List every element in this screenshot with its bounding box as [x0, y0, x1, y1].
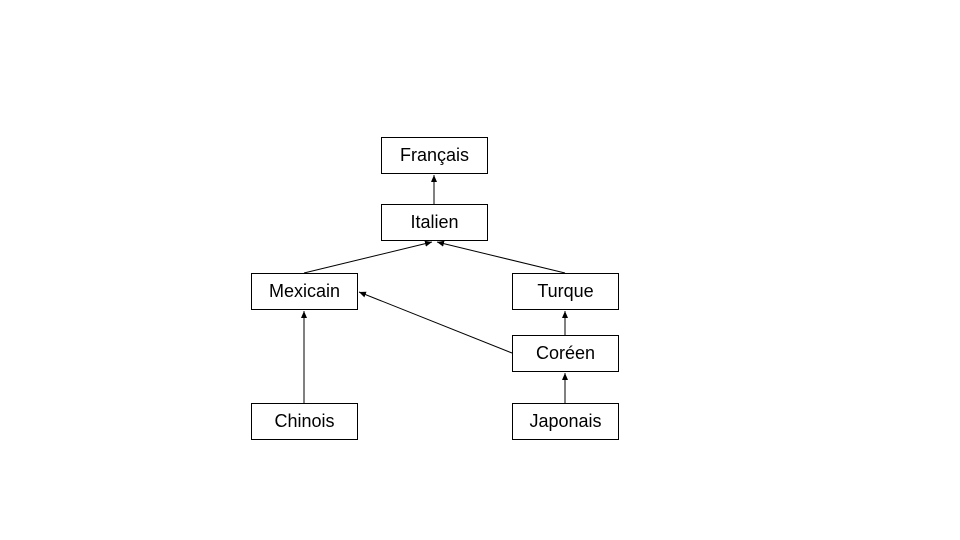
node-coreen: Coréen — [512, 335, 619, 372]
node-label-coreen: Coréen — [535, 343, 596, 363]
edge-mexicain-italien — [303, 240, 433, 274]
node-label-italien: Italien — [410, 212, 459, 232]
node-mexicain: Mexicain — [251, 273, 358, 310]
node-label-mexicain: Mexicain — [268, 281, 341, 301]
node-label-japonais: Japonais — [529, 411, 602, 431]
node-chinois: Chinois — [251, 403, 358, 440]
node-label-turque: Turque — [537, 281, 594, 301]
node-francais: Français — [381, 137, 488, 174]
node-label-francais: Français — [399, 145, 470, 165]
node-turque: Turque — [512, 273, 619, 310]
node-japonais: Japonais — [512, 403, 619, 440]
edge-coreen-mexicain — [358, 291, 513, 354]
node-label-chinois: Chinois — [274, 411, 335, 431]
edge-turque-italien — [436, 240, 566, 274]
node-italien: Italien — [381, 204, 488, 241]
